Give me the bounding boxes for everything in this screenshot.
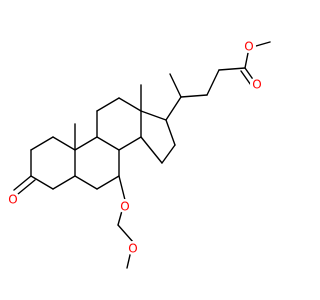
ketone-oxygen-label: O: [8, 193, 17, 207]
methoxy-oxygen-label: O: [128, 242, 137, 256]
ester-oxygen-label: O: [244, 40, 253, 54]
ester-carbonyl-oxygen-label: O: [252, 78, 261, 92]
steroid-structure-diagram: O O O O O: [6, 39, 271, 269]
ether-oxygen-label: O: [120, 200, 129, 214]
ester-oxygen-atom: O: [242, 39, 256, 54]
bond-network: [13, 41, 271, 269]
ether-oxygen-atom: O: [118, 199, 132, 214]
ketone-oxygen-atom: O: [6, 192, 20, 207]
methoxy-oxygen-atom: O: [126, 241, 140, 256]
ester-carbonyl-oxygen-atom: O: [250, 77, 264, 92]
atom-labels: O O O O O: [6, 39, 264, 256]
